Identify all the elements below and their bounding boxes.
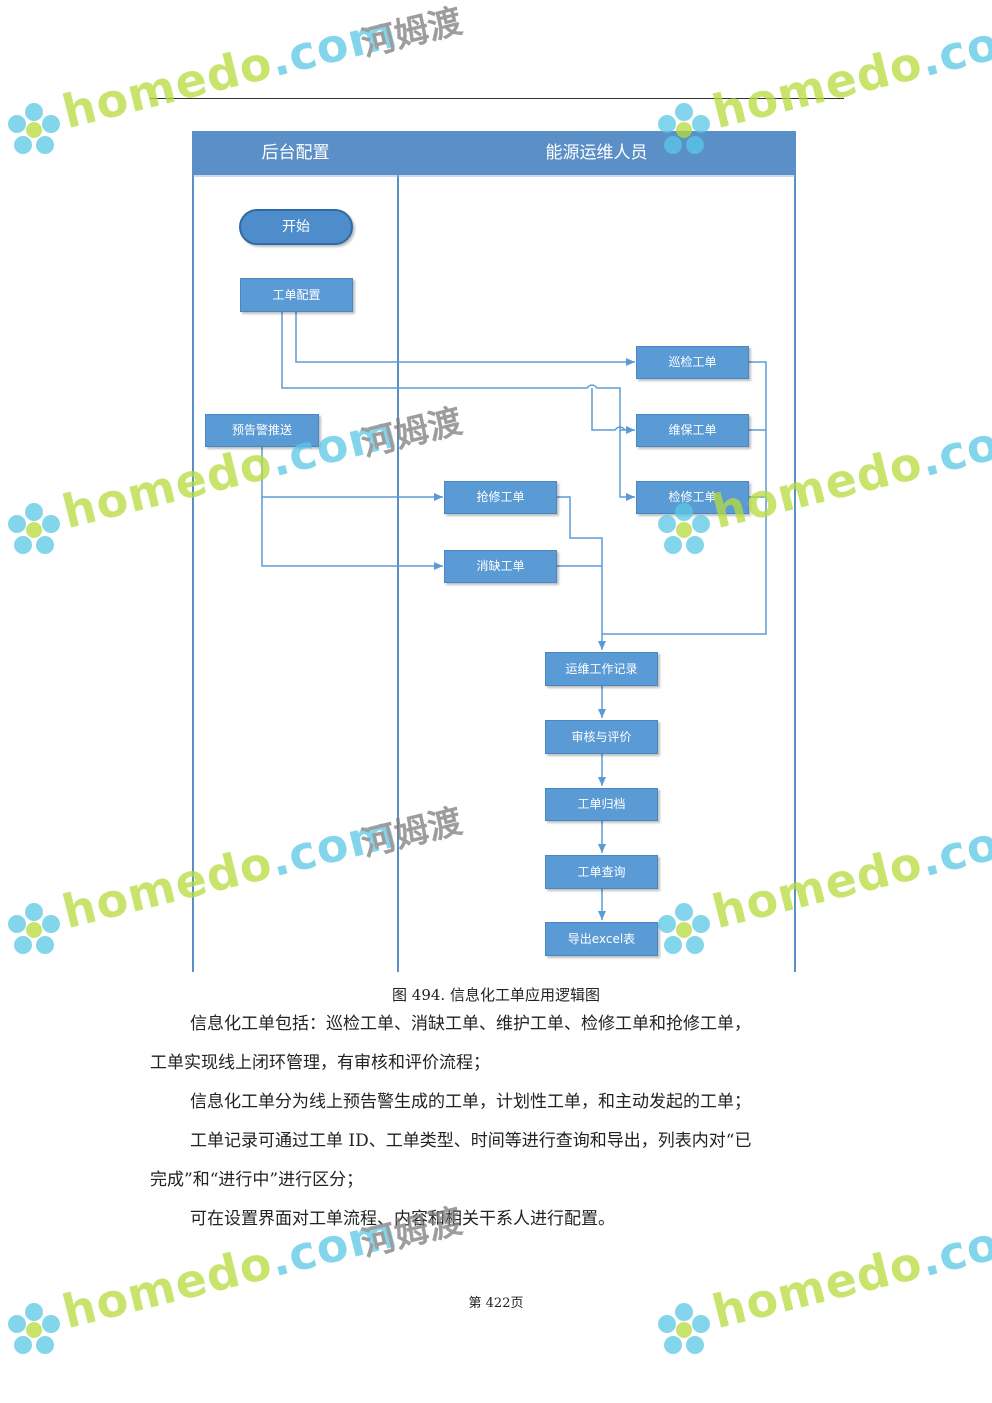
node-repair-order: 抢修工单 bbox=[444, 481, 557, 514]
paragraph-1a: 信息化工单包括：巡检工单、消缺工单、维护工单、检修工单和抢修工单， bbox=[190, 1014, 751, 1034]
lane-energy-ops: 能源运维人员 bbox=[545, 143, 648, 163]
node-ops-record: 运维工作记录 bbox=[545, 652, 658, 686]
node-maintenance-order: 维保工单 bbox=[636, 414, 749, 447]
edge-config-maintain bbox=[281, 312, 635, 434]
paragraph-3a: 工单记录可通过工单 ID、工单类型、时间等进行查询和导出，列表内对“已 bbox=[190, 1131, 752, 1151]
edge-config-patrol bbox=[295, 312, 635, 366]
node-query: 工单查询 bbox=[545, 855, 658, 889]
header-rule bbox=[150, 98, 844, 99]
edge-bus-right bbox=[602, 361, 767, 635]
node-start: 开始 bbox=[239, 209, 353, 245]
edge-repair-record bbox=[557, 496, 606, 650]
page-number: 第 422页 bbox=[468, 1296, 524, 1311]
node-export-excel: 导出excel表 bbox=[545, 922, 658, 956]
edge-alert-repair bbox=[261, 446, 443, 501]
paragraph-3b: 完成”和“进行中”进行区分； bbox=[150, 1170, 364, 1190]
paragraph-4: 可在设置界面对工单流程、内容和相关干系人进行配置。 bbox=[190, 1209, 615, 1229]
node-alert-push: 预告警推送 bbox=[205, 414, 319, 447]
edge-alert-defect bbox=[261, 497, 443, 570]
lane-backend-config: 后台配置 bbox=[261, 143, 330, 163]
node-overhaul-order: 检修工单 bbox=[636, 481, 749, 514]
paragraph-1b: 工单实现线上闭环管理，有审核和评价流程； bbox=[150, 1053, 490, 1073]
edge-config-overhaul bbox=[591, 388, 635, 497]
node-archive: 工单归档 bbox=[545, 788, 658, 821]
body-text: 信息化工单包括：巡检工单、消缺工单、维护工单、检修工单和抢修工单， 工单实现线上… bbox=[150, 1005, 850, 1239]
figure-caption: 图 494. 信息化工单应用逻辑图 bbox=[392, 986, 600, 1004]
node-work-order-config: 工单配置 bbox=[240, 278, 353, 312]
paragraph-2: 信息化工单分为线上预告警生成的工单，计划性工单，和主动发起的工单； bbox=[190, 1092, 751, 1112]
node-defect-order: 消缺工单 bbox=[444, 550, 557, 583]
node-patrol-order: 巡检工单 bbox=[636, 346, 749, 379]
node-review: 审核与评价 bbox=[545, 720, 658, 754]
